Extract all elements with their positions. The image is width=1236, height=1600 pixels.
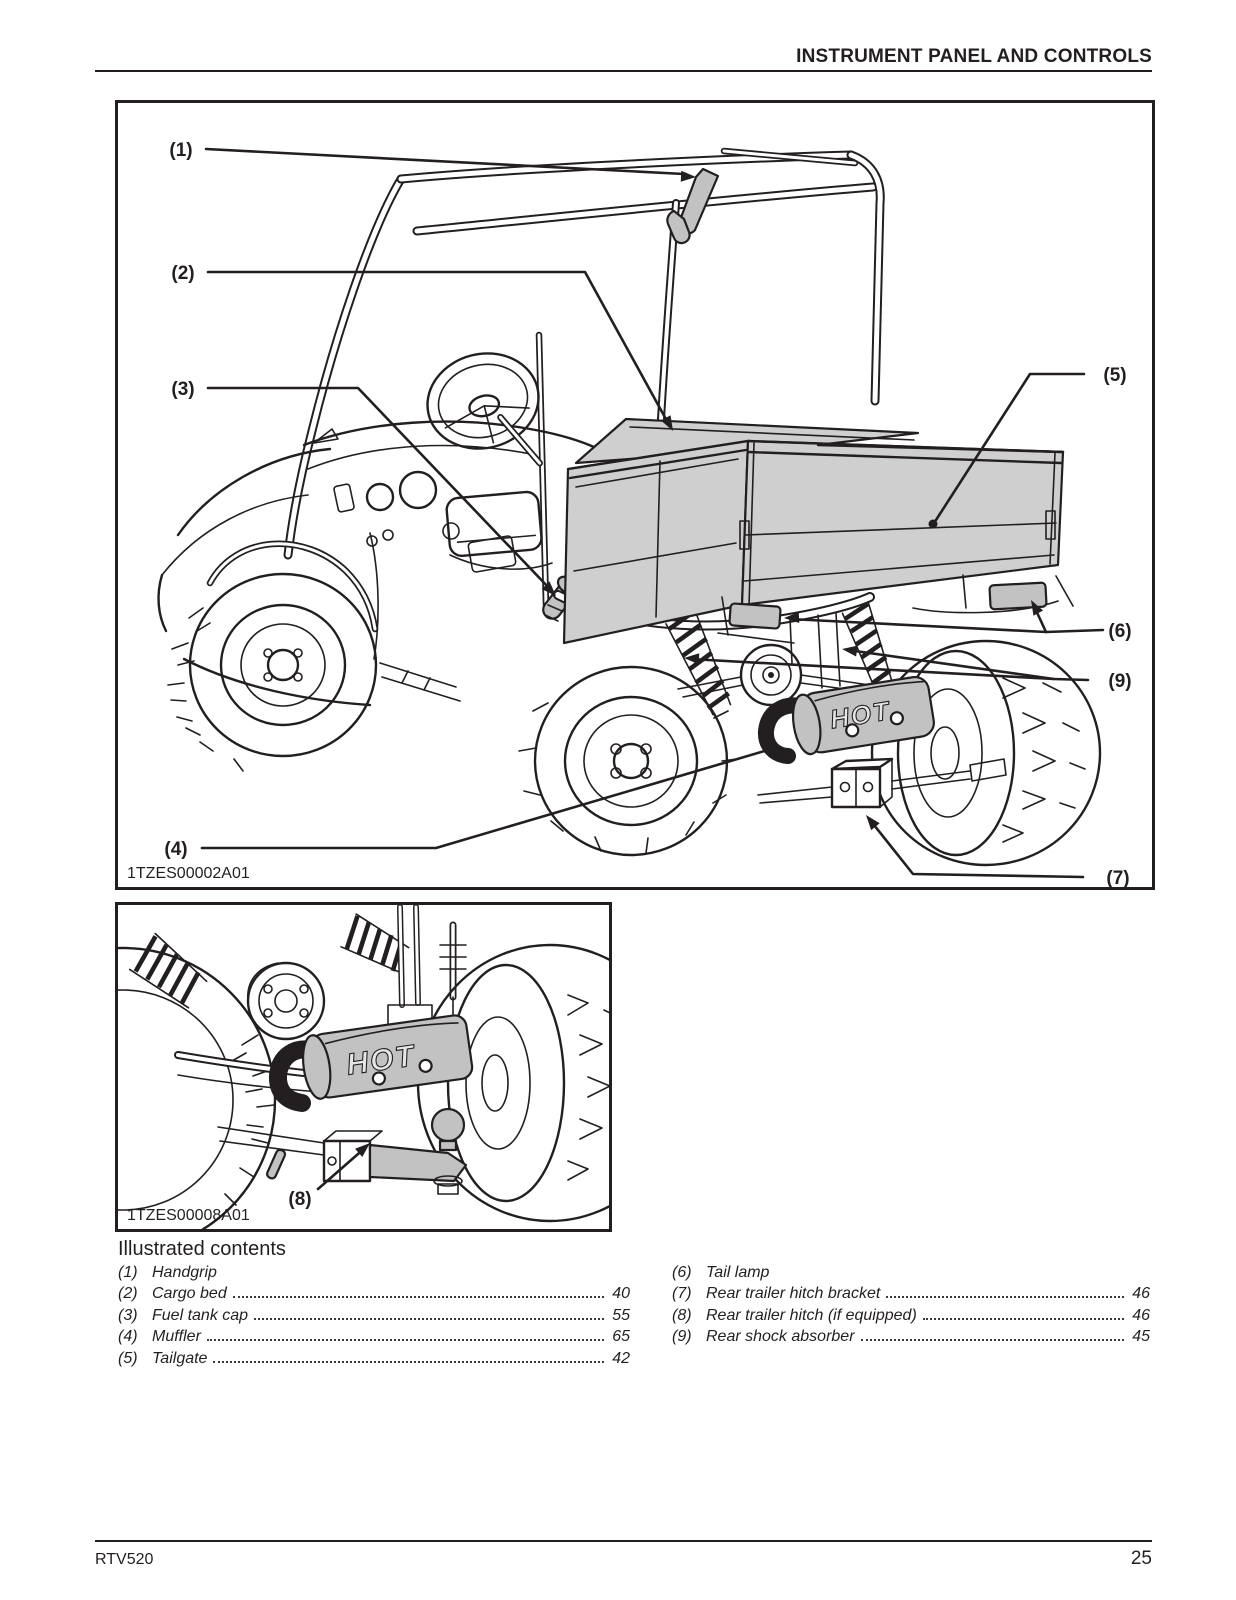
handgrip bbox=[666, 167, 720, 245]
toc-leader-dots bbox=[232, 1296, 604, 1299]
toc-leader-dots bbox=[922, 1317, 1124, 1320]
figure-detail-code: 1TZES00008A01 bbox=[127, 1207, 250, 1224]
footer-model-label: RTV520 bbox=[95, 1551, 154, 1568]
toc-item-label: Cargo bed bbox=[152, 1285, 227, 1303]
toc-item-number: (3) bbox=[118, 1306, 138, 1324]
toc-item-number: (8) bbox=[672, 1306, 692, 1324]
toc-item-number: (5) bbox=[118, 1349, 138, 1367]
header-rule bbox=[95, 70, 1152, 72]
contents-column-right: (6) Tail lamp (7) Rear trailer hitch bra… bbox=[672, 1264, 1150, 1350]
hitch-detail-illustration: HOT (8) bbox=[0, 904, 684, 1254]
toc-item-number: (6) bbox=[672, 1264, 692, 1281]
toc-item-page: 46 bbox=[1132, 1285, 1150, 1303]
figure-detail-box: HOT (8) 1TZES00008A01 bbox=[0, 902, 684, 1254]
rear-trailer-hitch-bracket bbox=[830, 757, 1007, 809]
vehicle-illustration: HOT bbox=[157, 140, 1132, 889]
toc-item-trailer-hitch: (8) Rear trailer hitch (if equipped) 46 bbox=[672, 1307, 1150, 1328]
toc-item-label: Muffler bbox=[152, 1328, 201, 1346]
toc-item-shock-absorber: (9) Rear shock absorber 45 bbox=[672, 1328, 1150, 1349]
detail-left-wheel bbox=[0, 946, 277, 1254]
detail-muffler: HOT bbox=[268, 1014, 474, 1112]
figure-main-box: HOT bbox=[115, 100, 1155, 890]
callout-5-label: (5) bbox=[1103, 365, 1126, 386]
toc-leader-dots bbox=[886, 1296, 1124, 1299]
toc-item-label: Tail lamp bbox=[706, 1264, 770, 1281]
tail-lamp-right bbox=[988, 581, 1048, 611]
contents-column-left: (1) Handgrip (2) Cargo bed 40 (3) Fuel t… bbox=[118, 1264, 630, 1371]
muffler: HOT bbox=[757, 675, 935, 764]
toc-item-page: 46 bbox=[1132, 1306, 1150, 1324]
toc-item-number: (4) bbox=[118, 1328, 138, 1346]
toc-item-label: Tailgate bbox=[152, 1349, 208, 1367]
toc-leader-dots bbox=[860, 1339, 1124, 1342]
cargo-bed bbox=[562, 417, 1065, 645]
callout-6-label: (6) bbox=[1108, 621, 1131, 642]
toc-leader-dots bbox=[213, 1360, 604, 1363]
toc-leader-dots bbox=[206, 1339, 604, 1342]
callout-7-label: (7) bbox=[1106, 868, 1129, 887]
toc-item-number: (7) bbox=[672, 1285, 692, 1303]
toc-leader-dots bbox=[254, 1317, 604, 1320]
callout-8-label: (8) bbox=[288, 1189, 311, 1210]
callout-4-label: (4) bbox=[164, 839, 187, 860]
toc-item-page: 55 bbox=[612, 1306, 630, 1324]
toc-item-number: (1) bbox=[118, 1264, 138, 1281]
tail-lamp-left bbox=[728, 602, 782, 630]
steering-wheel bbox=[426, 352, 543, 467]
detail-muffler-hot-label: HOT bbox=[344, 1039, 418, 1081]
toc-item-handgrip: (1) Handgrip bbox=[118, 1264, 630, 1285]
callout-2-label: (2) bbox=[171, 263, 194, 284]
footer-page-number: 25 bbox=[1130, 1548, 1152, 1569]
toc-item-tail-lamp: (6) Tail lamp bbox=[672, 1264, 1150, 1285]
toc-item-page: 42 bbox=[612, 1349, 630, 1367]
toc-item-label: Fuel tank cap bbox=[152, 1306, 249, 1324]
front-left-wheel bbox=[167, 572, 378, 772]
page-title: INSTRUMENT PANEL AND CONTROLS bbox=[796, 46, 1152, 67]
toc-item-hitch-bracket: (7) Rear trailer hitch bracket 46 bbox=[672, 1285, 1150, 1306]
seat-base bbox=[449, 554, 553, 570]
toc-item-fuel-tank-cap: (3) Fuel tank cap 55 bbox=[118, 1307, 630, 1328]
seat bbox=[445, 490, 543, 558]
toc-item-page: 45 bbox=[1132, 1328, 1150, 1346]
callout-9-label: (9) bbox=[1108, 671, 1131, 692]
footer-rule bbox=[95, 1540, 1152, 1542]
toc-item-label: Rear shock absorber bbox=[706, 1328, 855, 1346]
callout-1-label: (1) bbox=[169, 140, 192, 161]
rear-bumper bbox=[717, 574, 1074, 644]
callout-leaders bbox=[200, 147, 1105, 879]
toc-item-label: Handgrip bbox=[152, 1264, 217, 1281]
illustrated-contents-heading: Illustrated contents bbox=[118, 1238, 286, 1260]
toc-item-label: Rear trailer hitch bracket bbox=[706, 1285, 881, 1303]
toc-item-cargo-bed: (2) Cargo bed 40 bbox=[118, 1285, 630, 1306]
vehicle-body-front bbox=[157, 428, 379, 707]
rear-right-wheel bbox=[870, 639, 1102, 867]
toc-item-page: 40 bbox=[612, 1285, 630, 1303]
toc-item-tailgate: (5) Tailgate 42 bbox=[118, 1350, 630, 1371]
callout-labels: (1) (2) (3) (4) (5) (6) (9) (7) bbox=[164, 140, 1131, 889]
toc-item-number: (9) bbox=[672, 1328, 692, 1346]
detail-callout: (8) bbox=[288, 1143, 370, 1210]
callout-3-label: (3) bbox=[171, 379, 194, 400]
toc-item-page: 65 bbox=[612, 1328, 630, 1346]
toc-item-number: (2) bbox=[118, 1285, 138, 1303]
toc-item-label: Rear trailer hitch (if equipped) bbox=[706, 1306, 917, 1324]
detail-springs bbox=[128, 913, 410, 1009]
detail-hub bbox=[246, 961, 326, 1041]
toc-item-muffler: (4) Muffler 65 bbox=[118, 1328, 630, 1349]
rear-trailer-hitch bbox=[266, 1107, 468, 1195]
figure-main-code: 1TZES00002A01 bbox=[127, 865, 250, 882]
